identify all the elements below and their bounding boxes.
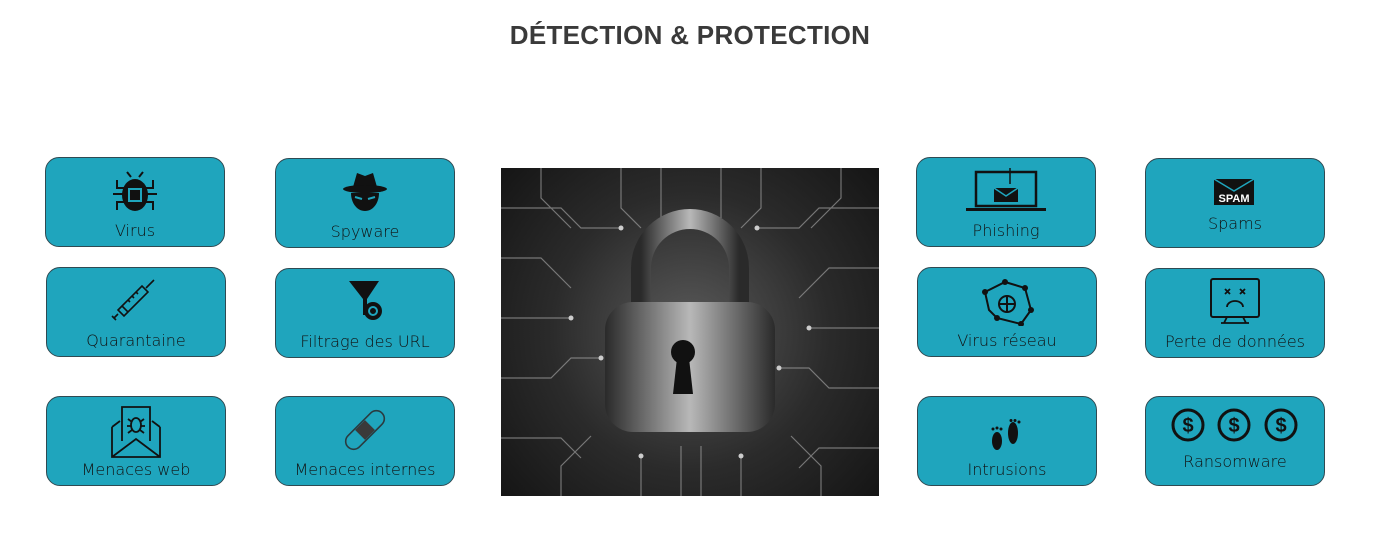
card-label: Phishing bbox=[972, 221, 1040, 240]
card-filtrage-url[interactable]: Filtrage des URL bbox=[275, 268, 455, 358]
bug-chip-icon bbox=[46, 166, 224, 216]
bandage-icon bbox=[276, 405, 454, 455]
card-label: Menaces web bbox=[81, 460, 191, 479]
card-spyware[interactable]: Spyware bbox=[275, 158, 455, 248]
sad-monitor-icon bbox=[1146, 277, 1324, 327]
laptop-hook-icon bbox=[917, 166, 1095, 216]
card-label: Spams bbox=[1207, 214, 1263, 233]
card-label: Menaces internes bbox=[294, 460, 436, 479]
card-label: Spyware bbox=[330, 222, 400, 241]
svg-text:$: $ bbox=[1275, 415, 1286, 437]
svg-text:$: $ bbox=[1182, 415, 1193, 437]
card-label: Ransomware bbox=[1183, 452, 1287, 471]
card-virus[interactable]: Virus bbox=[45, 157, 225, 247]
dollar-coins-icon: $ $ $ bbox=[1146, 405, 1324, 455]
padlock-circuit-icon bbox=[501, 168, 879, 496]
card-ransomware[interactable]: $ $ $ Ransomware bbox=[1145, 396, 1325, 486]
spam-envelope-icon: SPAM bbox=[1146, 177, 1324, 227]
card-menaces-internes[interactable]: Menaces internes bbox=[275, 396, 455, 486]
card-label: Virus réseau bbox=[957, 331, 1057, 350]
card-label: Quarantaine bbox=[86, 331, 186, 350]
card-phishing[interactable]: Phishing bbox=[916, 157, 1096, 247]
card-intrusions[interactable]: Intrusions bbox=[917, 396, 1097, 486]
page-title: DÉTECTION & PROTECTION bbox=[509, 20, 871, 50]
card-label: Virus bbox=[114, 221, 156, 240]
spam-icon-text: SPAM bbox=[1219, 193, 1250, 205]
footprints-icon bbox=[918, 419, 1096, 469]
card-virus-reseau[interactable]: Virus réseau bbox=[917, 267, 1097, 357]
envelope-bug-icon bbox=[47, 405, 225, 458]
card-spams[interactable]: SPAM Spams bbox=[1145, 158, 1325, 248]
card-perte-donnees[interactable]: Perte de données bbox=[1145, 268, 1325, 358]
card-label: Filtrage des URL bbox=[300, 332, 430, 351]
card-label: Intrusions bbox=[967, 460, 1047, 479]
syringe-icon bbox=[47, 276, 225, 326]
padlock-circuit-image bbox=[501, 168, 879, 496]
svg-text:$: $ bbox=[1228, 415, 1239, 437]
spy-icon bbox=[276, 167, 454, 217]
card-quarantaine[interactable]: Quarantaine bbox=[46, 267, 226, 357]
card-menaces-web[interactable]: Menaces web bbox=[46, 396, 226, 486]
funnel-gear-icon bbox=[276, 277, 454, 327]
card-label: Perte de données bbox=[1164, 332, 1306, 351]
network-globe-icon bbox=[918, 276, 1096, 326]
